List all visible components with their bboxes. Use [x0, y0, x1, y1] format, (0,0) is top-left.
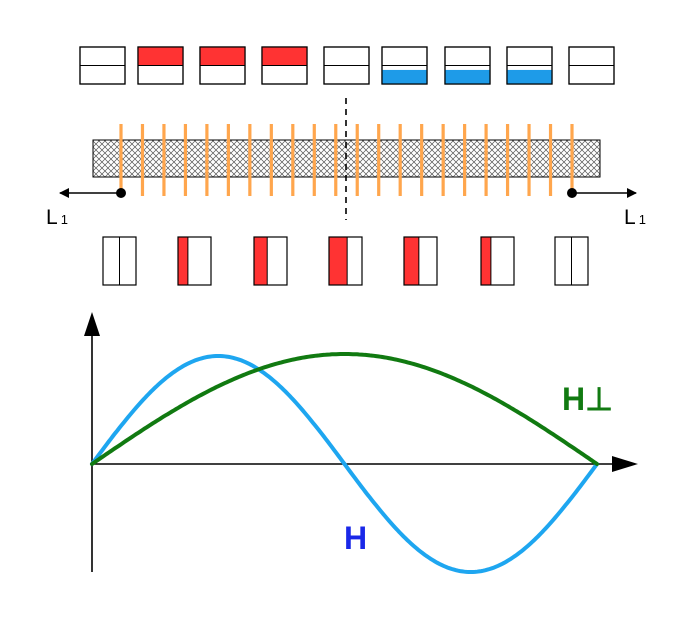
curve-h — [90, 354, 599, 574]
bottom-indicator-row — [102, 236, 589, 286]
y-axis-arrowhead — [84, 312, 100, 336]
top-indicator-box — [323, 46, 370, 85]
red-level-fill — [329, 237, 348, 285]
top-indicator-row — [79, 46, 615, 85]
top-indicator-box — [199, 46, 246, 85]
top-indicator-box — [444, 46, 491, 85]
curve-h-perp — [90, 352, 599, 466]
top-indicator-box — [137, 46, 184, 85]
blue-level-fill — [445, 69, 490, 84]
bottom-indicator-box — [253, 236, 288, 286]
bottom-indicator-box — [102, 236, 137, 286]
red-level-fill — [200, 47, 245, 66]
top-indicator-box — [261, 46, 308, 85]
coil-winding — [119, 124, 574, 196]
red-level-fill — [138, 47, 183, 66]
top-indicator-box — [568, 46, 615, 85]
top-indicator-box — [506, 46, 553, 85]
bottom-indicator-box — [328, 236, 363, 286]
bottom-indicator-box — [480, 236, 515, 286]
bottom-indicator-box — [554, 236, 589, 286]
left-coil-end-dot — [116, 188, 126, 198]
red-level-fill — [481, 237, 491, 285]
blue-level-fill — [382, 69, 427, 84]
red-level-fill — [178, 237, 188, 285]
right-coil-end-dot — [567, 188, 577, 198]
top-indicator-box — [381, 46, 428, 85]
red-level-fill — [254, 237, 268, 285]
blue-level-fill — [507, 69, 552, 84]
red-level-fill — [404, 237, 419, 285]
bottom-indicator-box — [403, 236, 438, 286]
red-level-fill — [262, 47, 307, 66]
curve-h-label: H — [344, 520, 367, 556]
bottom-indicator-box — [177, 236, 212, 286]
curve-h-perp-label: H⊥ — [562, 381, 613, 417]
top-indicator-box — [79, 46, 126, 85]
x-axis-arrowhead — [612, 456, 638, 472]
